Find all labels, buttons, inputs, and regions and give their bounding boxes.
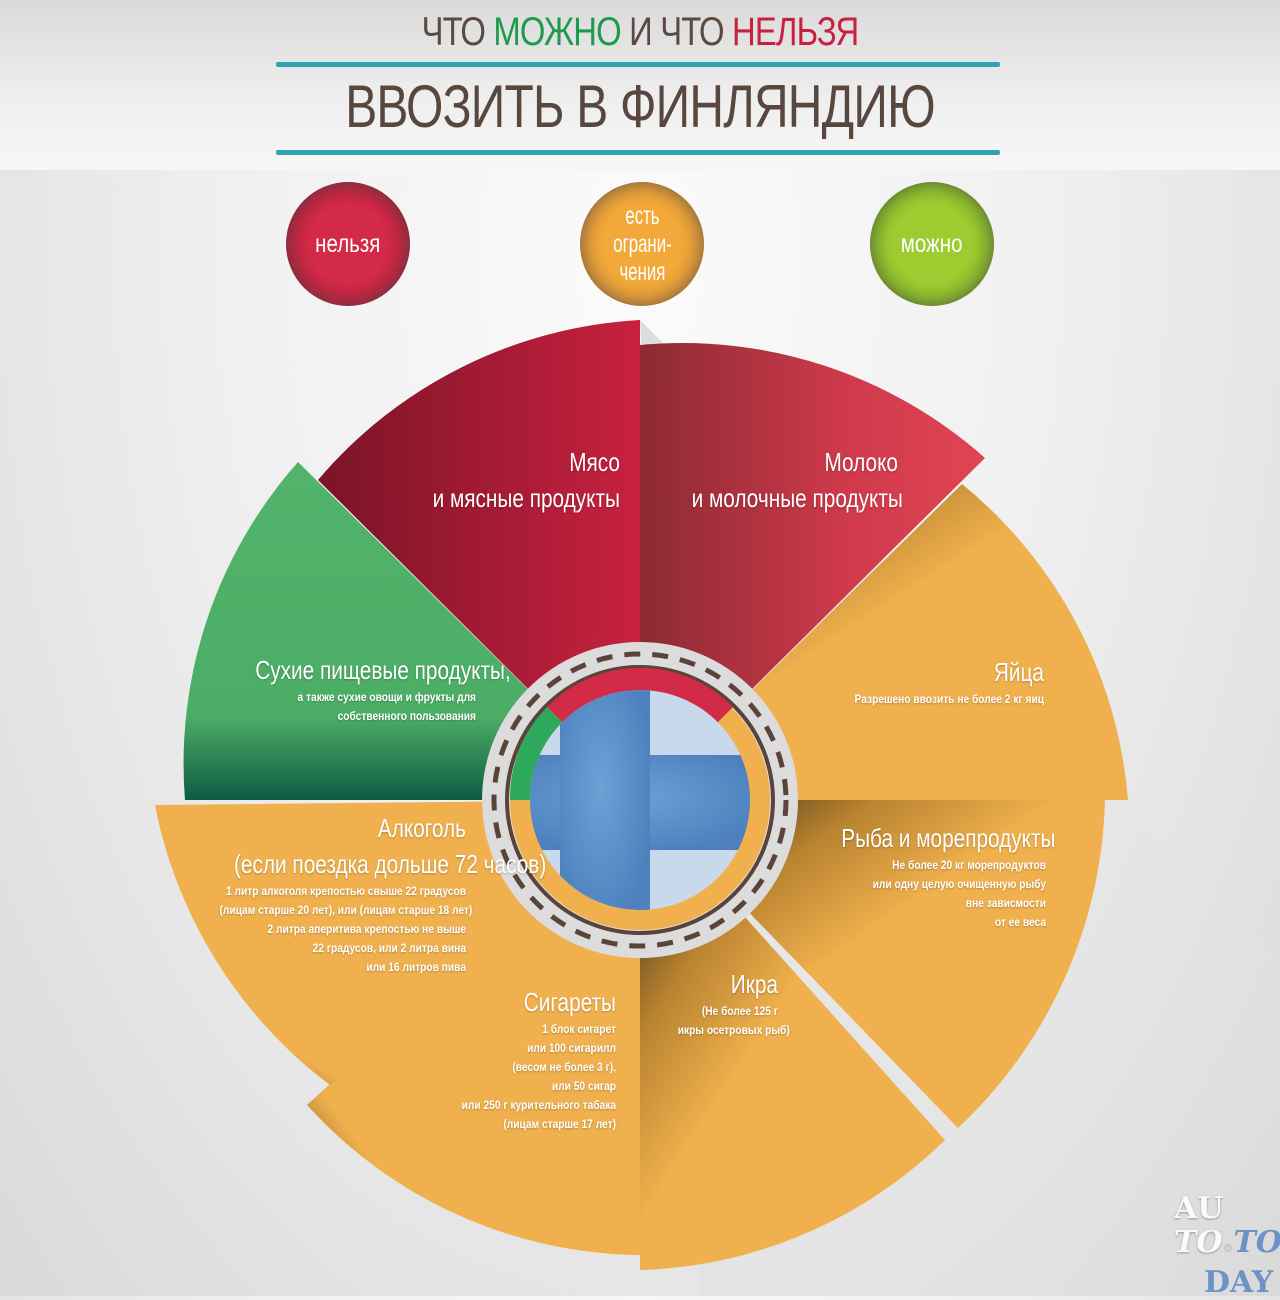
segment-detail: 22 градусов, или 2 литра вина — [312, 941, 466, 955]
title-divider — [276, 150, 1000, 155]
page-subtitle: ВВОЗИТЬ В ФИНЛЯНДИЮ — [345, 73, 935, 140]
legend-label: есть ограни- чения — [606, 202, 677, 286]
segment-detail: (Не более 125 г — [701, 1004, 778, 1018]
segment-detail: а также сухие овощи и фрукты для — [297, 690, 476, 704]
segment-detail: от ее веса — [994, 915, 1046, 929]
segment-label-cigarettes: Сигареты 1 блок сигарет или 100 сигарилл… — [420, 984, 616, 1134]
watermark-logo: AU TO©TO DAY — [1174, 1192, 1280, 1300]
legend-label: нельзя — [315, 230, 381, 258]
segment-detail: икры осетровых рыб) — [677, 1023, 790, 1037]
segment-detail: (лицам старше 20 лет), или (лицам старше… — [219, 903, 473, 917]
title-text: ЧТО — [421, 10, 494, 54]
segment-label-caviar: Икра (Не более 125 г икры осетровых рыб) — [660, 966, 790, 1040]
legend-label-line: чения — [619, 258, 665, 286]
legend-allowed: можно — [870, 182, 994, 306]
segment-detail: (лицам старше 17 лет) — [503, 1117, 616, 1131]
watermark-text: TO — [1233, 1225, 1280, 1260]
segment-title: Мясо — [569, 447, 620, 477]
segment-title: и молочные продукты — [691, 483, 903, 513]
segment-label-dry-food: Сухие пищевые продукты, а также сухие ов… — [200, 652, 511, 726]
legend-label: можно — [901, 230, 963, 258]
finland-flag-icon — [530, 690, 750, 910]
segment-title: и мясные продукты — [432, 483, 620, 513]
segment-title: Сигареты — [523, 987, 616, 1017]
legend-label-line: есть — [624, 202, 660, 230]
segment-detail: вне зависмости — [965, 896, 1046, 910]
segment-title: Молоко — [824, 447, 898, 477]
segment-detail: или 250 г курительного табака — [461, 1098, 616, 1112]
legend-forbidden: нельзя — [286, 182, 410, 306]
segment-title: Рыба и морепродукты — [841, 823, 1056, 853]
title-forbidden: НЕЛЬЗЯ — [731, 10, 859, 54]
title-divider — [276, 62, 1000, 67]
segment-detail: 2 литра аперитива крепостью не выше — [267, 922, 466, 936]
segment-label-milk: Молоко и молочные продукты — [640, 444, 903, 516]
watermark-text: DAY — [1204, 1265, 1274, 1300]
segment-detail: или 16 литров пива — [366, 960, 466, 974]
segment-detail: собственного пользования — [337, 709, 476, 723]
page-title: ЧТО МОЖНО И ЧТО НЕЛЬЗЯ — [115, 10, 1165, 55]
segment-title: Сухие пищевые продукты, — [255, 655, 511, 685]
segment-detail: (весом не более 3 г), — [512, 1060, 616, 1074]
segment-title: (если поездка дольше 72 часов) — [234, 849, 547, 879]
header-band — [0, 0, 1280, 170]
segment-detail: Не более 20 кг морепродуктов — [892, 858, 1046, 872]
watermark-text: TO — [1174, 1225, 1223, 1260]
segment-label-eggs: Яйца Разрешено ввозить не более 2 кг яиц — [820, 654, 1044, 709]
watermark-sep: © — [1222, 1242, 1234, 1255]
watermark-text: AU — [1174, 1191, 1224, 1226]
segment-title: Икра — [730, 969, 778, 999]
segment-label-meat: Мясо и мясные продукты — [380, 444, 620, 516]
segment-detail: или 100 сигарилл — [526, 1041, 616, 1055]
title-text: И ЧТО — [620, 10, 732, 54]
segment-label-fish: Рыба и морепродукты Не более 20 кг мореп… — [790, 820, 1056, 932]
segment-detail: или 50 сигар — [551, 1079, 616, 1093]
segment-detail: или одну целую очищенную рыбу — [872, 877, 1046, 891]
legend-label-line: ограни- — [612, 230, 672, 258]
segment-title: Алкоголь — [377, 813, 466, 843]
title-allowed: МОЖНО — [493, 10, 621, 54]
legend-restricted: есть ограни- чения — [580, 182, 704, 306]
segment-detail: Разрешено ввозить не более 2 кг яиц — [854, 692, 1044, 706]
segment-title: Яйца — [993, 657, 1044, 687]
segment-detail: 1 блок сигарет — [542, 1022, 616, 1036]
segment-label-alcohol: Алкоголь (если поездка дольше 72 часов) … — [176, 810, 547, 977]
segment-detail: 1 литр алкоголя крепостью свыше 22 граду… — [226, 884, 466, 898]
